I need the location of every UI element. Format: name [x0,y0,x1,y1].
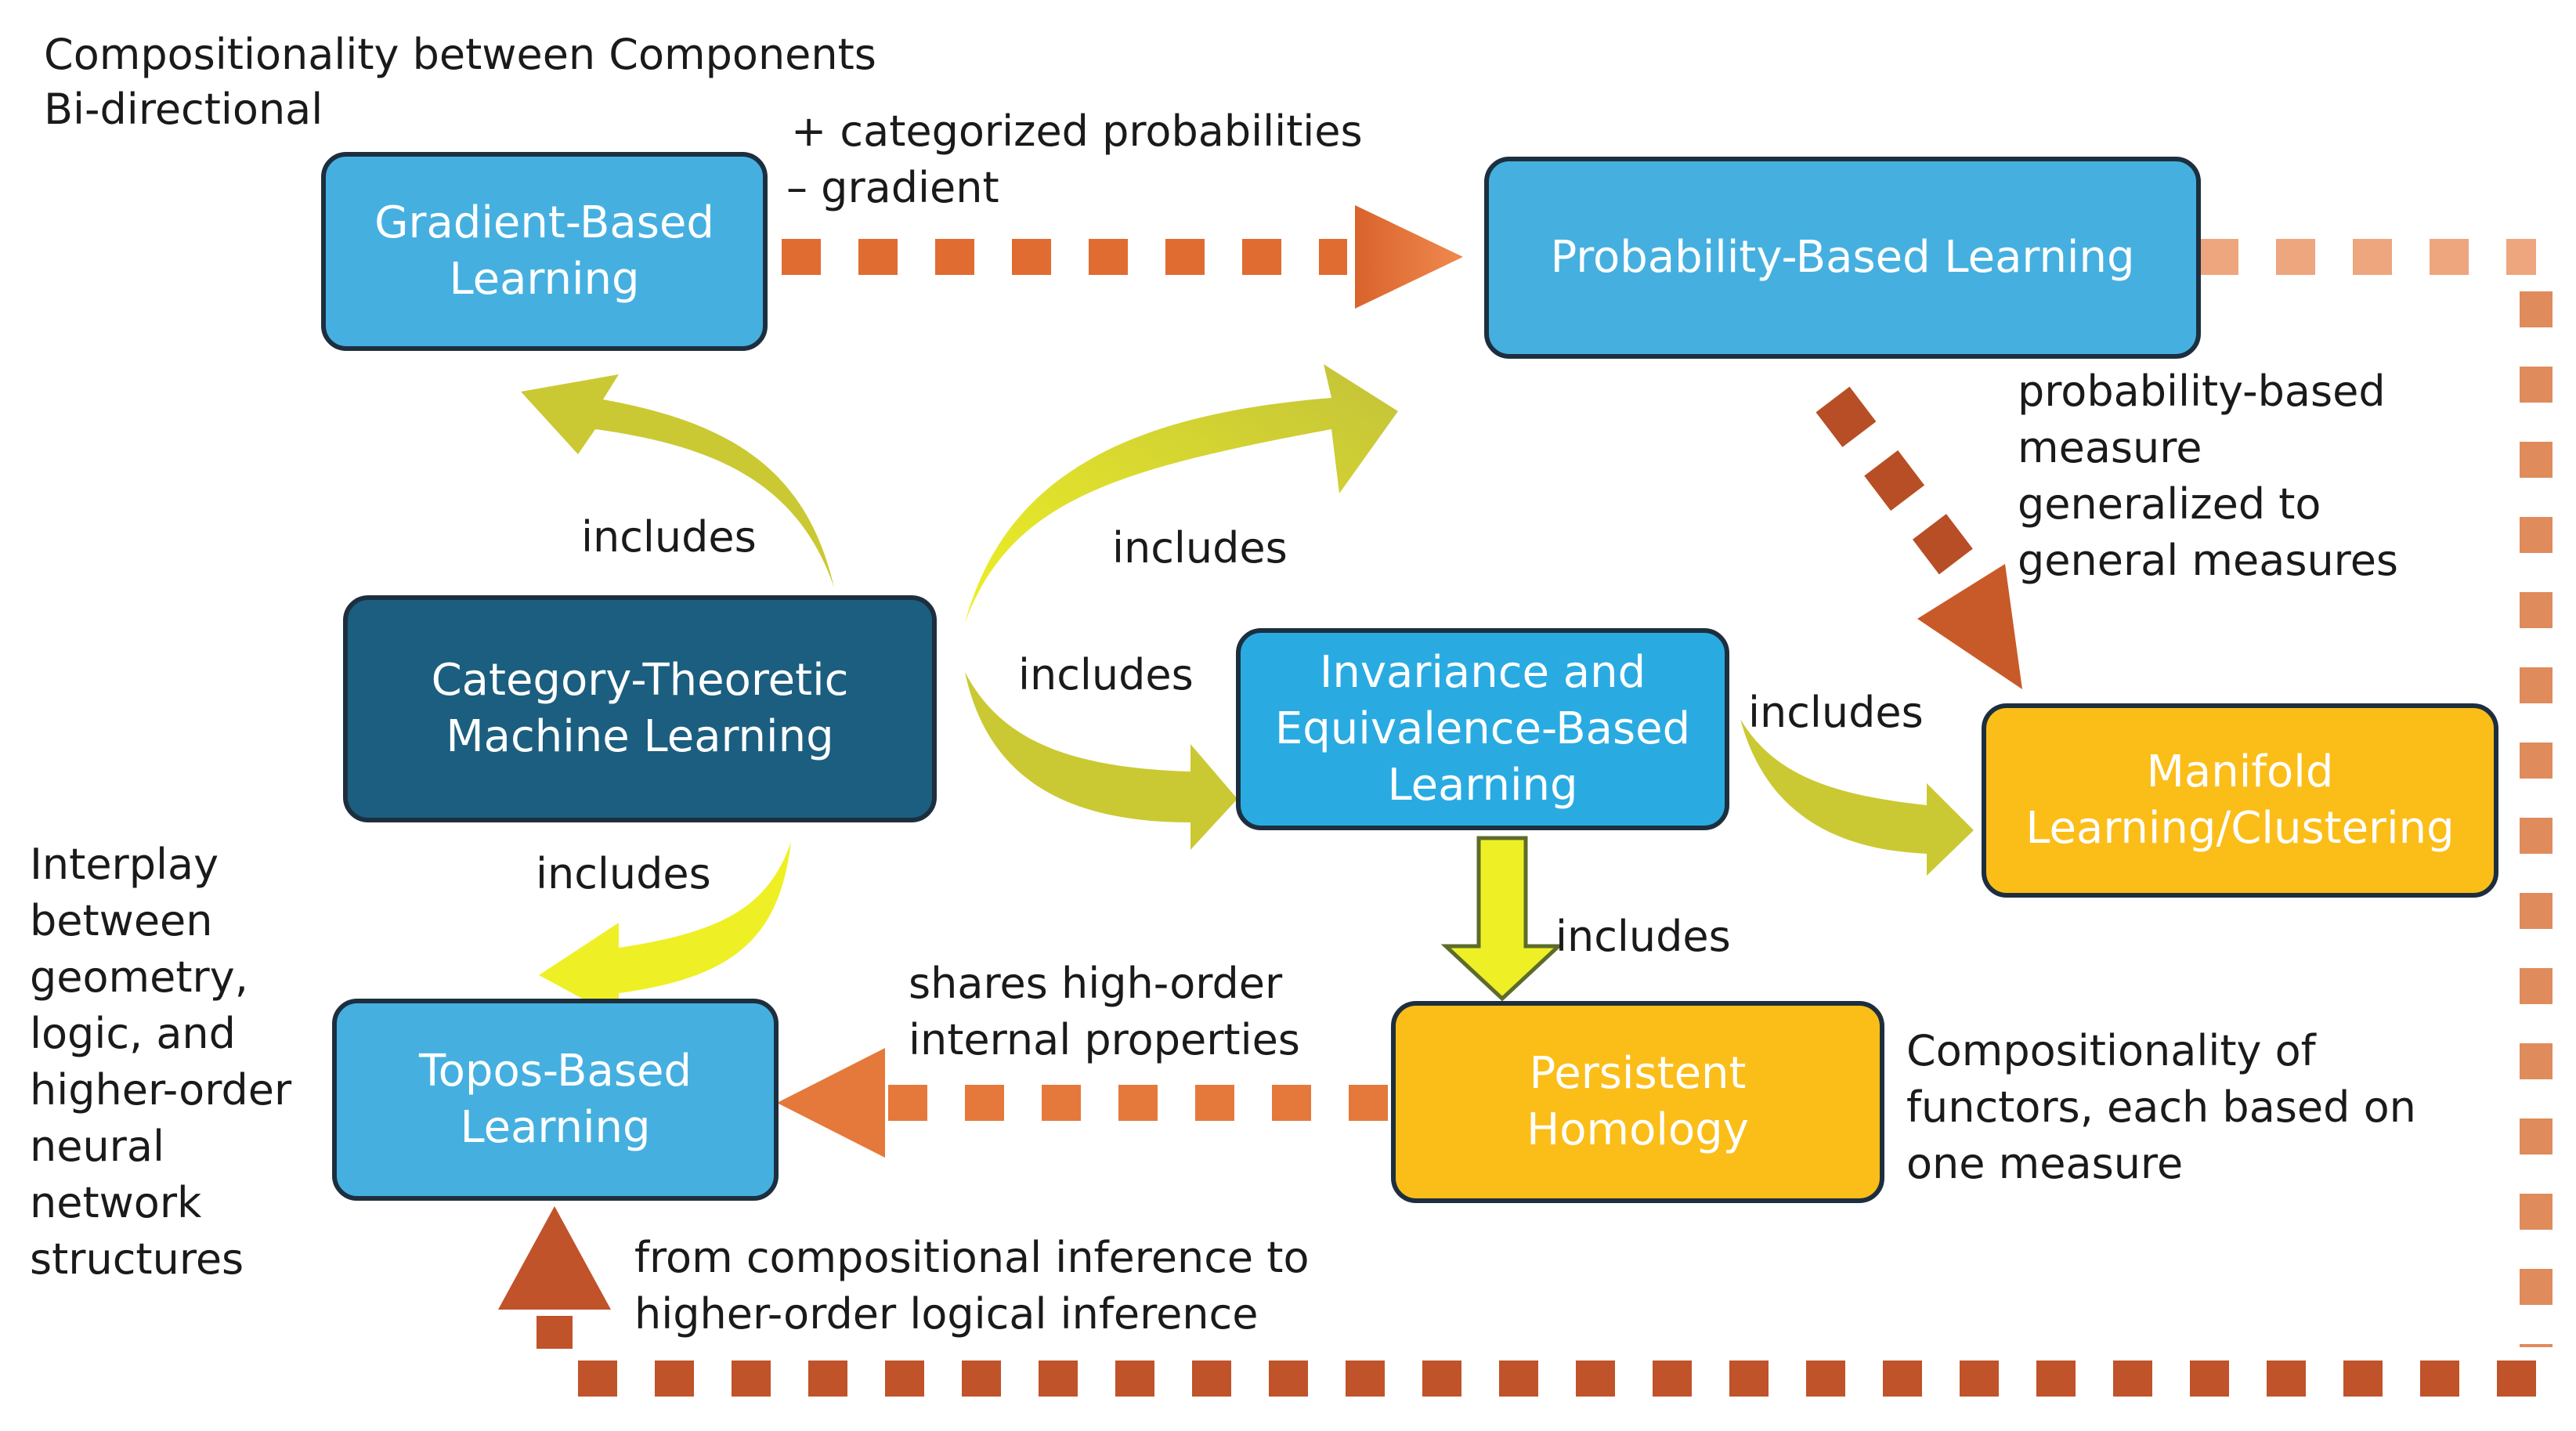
arrow-invariance-to-persistent [1440,836,1564,1002]
header-subtitle: Bi-directional [44,85,323,134]
arrow-category-to-probability [965,364,1398,623]
arrow-probability-loop-to-topos [498,239,2553,1397]
label-categorized-probabilities: + categorized probabilities [791,107,1363,156]
label-includes-gradient: includes [581,512,757,562]
arrow-probability-to-manifold [1815,386,2022,689]
arrow-category-to-topos [539,842,791,1018]
label-shares-properties: shares high-order internal properties [909,959,1300,1064]
topos-based-learning-box[interactable]: Topos-Based Learning [332,999,779,1201]
arrow-persistent-to-topos [777,1048,1388,1158]
header-title: Compositionality between Components [44,30,876,79]
label-includes-invariance: includes [1018,650,1194,699]
label-probability-measure: probability-based measure generalized to… [2018,367,2399,585]
arrow-gradient-to-probability [782,205,1463,309]
invariance-equivalence-learning-box[interactable]: Invariance and Equivalence-Based Learnin… [1236,628,1729,830]
manifold-learning-clustering-box[interactable]: Manifold Learning/Clustering [1982,703,2498,898]
arrow-invariance-to-manifold [1740,719,1974,876]
label-minus-gradient: – gradient [786,163,999,212]
persistent-homology-box[interactable]: Persistent Homology [1391,1001,1884,1203]
label-includes-probability: includes [1112,523,1288,573]
gradient-based-learning-box[interactable]: Gradient-Based Learning [321,152,768,351]
label-includes-topos: includes [536,849,711,898]
label-inference: from compositional inference to higher-o… [634,1233,1310,1339]
label-interplay: Interplay between geometry, logic, and h… [30,840,292,1284]
label-compositionality-functors: Compositionality of functors, each based… [1906,1026,2416,1188]
category-theoretic-ml-box[interactable]: Category-Theoretic Machine Learning [343,595,937,822]
label-includes-manifold: includes [1748,688,1924,737]
label-includes-persistent: includes [1555,912,1731,961]
arrow-category-to-invariance [965,672,1237,850]
probability-based-learning-box[interactable]: Probability-Based Learning [1484,157,2201,359]
arrow-category-to-gradient [521,374,834,587]
